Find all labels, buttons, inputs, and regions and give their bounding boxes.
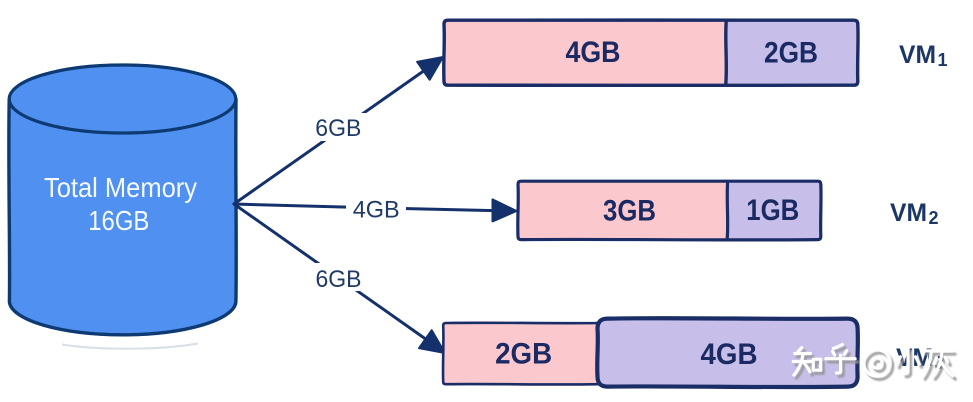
arrow-heads: [416, 56, 518, 354]
vm2-bar: 3GB 1GB: [516, 179, 823, 242]
arrowhead-vm1: [416, 56, 444, 81]
arrowhead-vm3: [418, 329, 446, 354]
vm1-label-sub: 1: [938, 50, 948, 70]
vm1-bar-divider: [724, 21, 729, 85]
arrow-label-vm3: 6GB: [316, 266, 362, 293]
vm2-segment-pink: [518, 182, 728, 239]
cylinder-body: [7, 98, 238, 337]
arrowhead-vm2: [491, 198, 518, 223]
arrow-label-vm2: 4GB: [353, 196, 400, 223]
arrow-labels: 6GB 4GB 6GB: [315, 115, 399, 293]
arrow-label-vm1: 6GB: [315, 115, 361, 142]
vm2-size-allocated: 3GB: [603, 195, 656, 228]
vm1-segment-purple: [726, 21, 857, 85]
watermark-brand-glyphs: [791, 342, 857, 377]
cylinder-label-line1: Total Memory: [44, 172, 197, 203]
vm3-size-allocated: 2GB: [495, 337, 552, 370]
vm1-bar: 4GB 2GB: [442, 18, 860, 88]
total-memory-cylinder: Total Memory 16GB: [7, 63, 238, 350]
vm3-bar: 2GB 4GB: [441, 316, 860, 390]
watermark: 知乎 @小灰: [791, 342, 957, 381]
vm3-segment-purple: [595, 316, 860, 390]
vm3-size-free: 4GB: [701, 338, 758, 371]
cylinder-top: [7, 63, 238, 135]
arrow-label-backgrounds: [311, 113, 406, 291]
vm1-segment-pink: [444, 21, 726, 85]
vm3-segment-pink: [443, 323, 600, 384]
vm1-bar-border: [442, 18, 860, 88]
vm2-bar-border: [516, 179, 823, 242]
watermark-handle-glyphs: [895, 346, 955, 378]
vm2-segment-purple: [727, 182, 820, 239]
cylinder-label-line2: 16GB: [88, 205, 149, 236]
vm-labels: VM 1 VM 2 VM 3: [890, 41, 948, 373]
watermark-at-icon: [862, 348, 892, 378]
vm1-size-free: 2GB: [764, 37, 818, 70]
cylinder-shadow-line: [61, 342, 199, 350]
vm2-label-sub: 2: [929, 208, 939, 228]
vm1-label: VM: [899, 41, 936, 69]
vm2-label: VM: [890, 199, 927, 227]
vm1-size-allocated: 4GB: [566, 36, 621, 69]
vm2-size-free: 1GB: [746, 194, 799, 227]
